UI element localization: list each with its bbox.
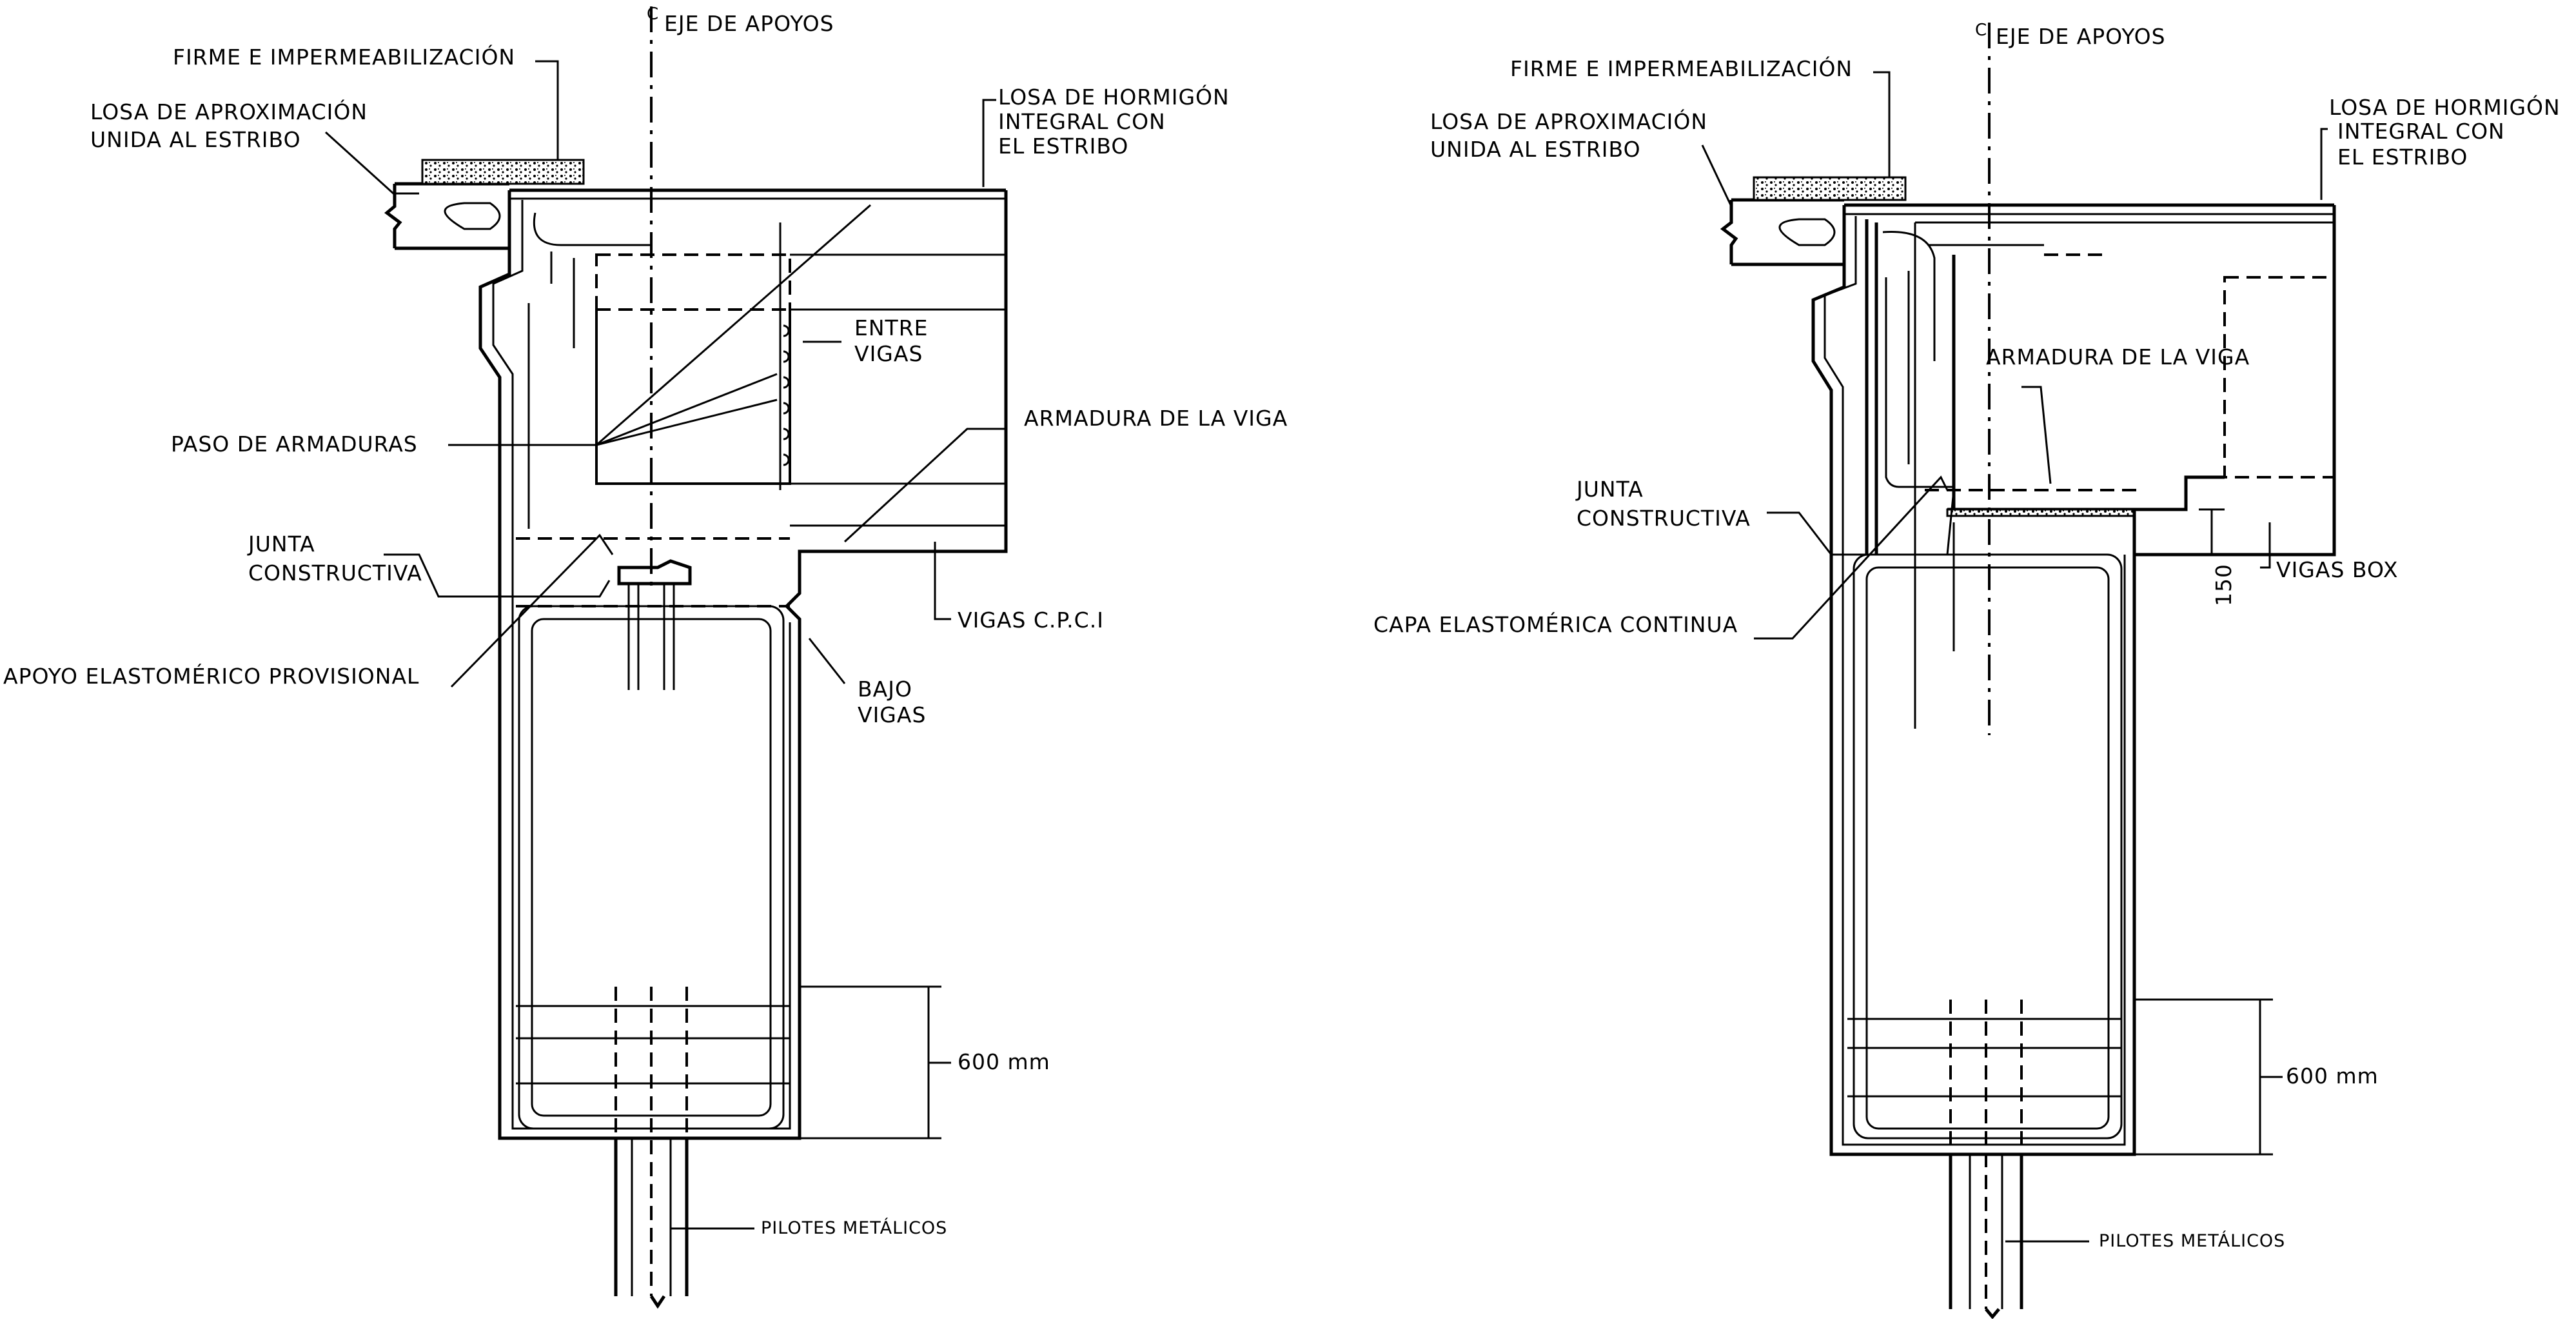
left-losa-aprox-line1: LOSA DE APROXIMACIÓN xyxy=(90,99,368,124)
right-pilotes-label: PILOTES METÁLICOS xyxy=(2099,1230,2285,1251)
left-piles xyxy=(516,985,951,1309)
right-junta-line2: CONSTRUCTIVA xyxy=(1577,506,1751,531)
left-approach-slab xyxy=(384,159,585,250)
right-losa-aprox-line1: LOSA DE APROXIMACIÓN xyxy=(1430,108,1707,134)
right-detail: C EJE DE APOYOS xyxy=(1373,21,2561,1319)
left-losa-aprox-line2: UNIDA AL ESTRIBO xyxy=(90,127,301,152)
left-entre-line1: ENTRE xyxy=(854,315,928,340)
left-bajo-line2: VIGAS xyxy=(858,702,926,727)
left-leaders xyxy=(324,60,1005,688)
right-piles xyxy=(1847,998,2283,1319)
right-capa-label: CAPA ELASTOMÉRICA CONTINUA xyxy=(1373,611,1738,637)
right-eje-label: EJE DE APOYOS xyxy=(1996,24,2166,49)
right-dim-label: 600 mm xyxy=(2286,1063,2379,1089)
left-beam-outlines xyxy=(516,222,1006,607)
right-leaders xyxy=(1701,71,2328,640)
left-axis-symbol: C xyxy=(647,5,659,24)
right-losa-horm-line3: EL ESTRIBO xyxy=(2337,144,2468,170)
left-bajo-line1: BAJO xyxy=(858,676,912,702)
right-box-beam xyxy=(1925,253,2335,651)
left-losa-horm-line2: INTEGRAL CON xyxy=(998,109,1166,134)
right-dim-150-label: 150 xyxy=(2211,564,2236,606)
left-armadura-label: ARMADURA DE LA VIGA xyxy=(1024,406,1288,431)
left-junta-line2: CONSTRUCTIVA xyxy=(248,560,422,586)
left-junta-line1: JUNTA xyxy=(247,531,315,557)
right-losa-aprox-line2: UNIDA AL ESTRIBO xyxy=(1430,137,1641,162)
right-axis-symbol: C xyxy=(1975,21,1987,40)
right-armadura-label: ARMADURA DE LA VIGA xyxy=(1986,344,2250,370)
right-labels: FIRME E IMPERMEABILIZACIÓN LOSA DE APROX… xyxy=(1373,55,2561,1251)
left-eje-label: EJE DE APOYOS xyxy=(664,11,834,36)
right-firme-label: FIRME E IMPERMEABILIZACIÓN xyxy=(1510,55,1853,81)
right-approach-slab xyxy=(1720,176,1907,266)
right-dim-150 xyxy=(2199,508,2225,556)
right-junta-line1: JUNTA xyxy=(1575,477,1644,502)
right-losa-horm-line1: LOSA DE HORMIGÓN xyxy=(2329,94,2561,120)
left-detail: C EJE DE APOYOS xyxy=(3,5,1288,1309)
left-pavement-layer xyxy=(421,159,585,185)
right-vigas-label: VIGAS BOX xyxy=(2276,557,2398,582)
left-losa-horm-line3: EL ESTRIBO xyxy=(998,133,1128,159)
right-pavement-layer xyxy=(1753,176,1907,201)
left-firme-label: FIRME E IMPERMEABILIZACIÓN xyxy=(173,44,515,70)
left-vigas-label: VIGAS C.P.C.I xyxy=(958,607,1104,633)
left-paso-label: PASO DE ARMADURAS xyxy=(171,431,418,457)
right-losa-horm-line2: INTEGRAL CON xyxy=(2337,119,2505,144)
left-apoyo-label: APOYO ELASTOMÉRICO PROVISIONAL xyxy=(3,663,419,689)
left-losa-horm-line1: LOSA DE HORMIGÓN xyxy=(998,84,1230,110)
right-abutment xyxy=(1811,203,2336,1156)
left-entre-line2: VIGAS xyxy=(854,341,923,366)
left-bearing xyxy=(617,559,692,690)
left-labels: FIRME E IMPERMEABILIZACIÓN LOSA DE APROX… xyxy=(3,44,1288,1238)
left-pilotes-label: PILOTES METÁLICOS xyxy=(761,1218,947,1238)
left-dim-label: 600 mm xyxy=(958,1049,1050,1074)
